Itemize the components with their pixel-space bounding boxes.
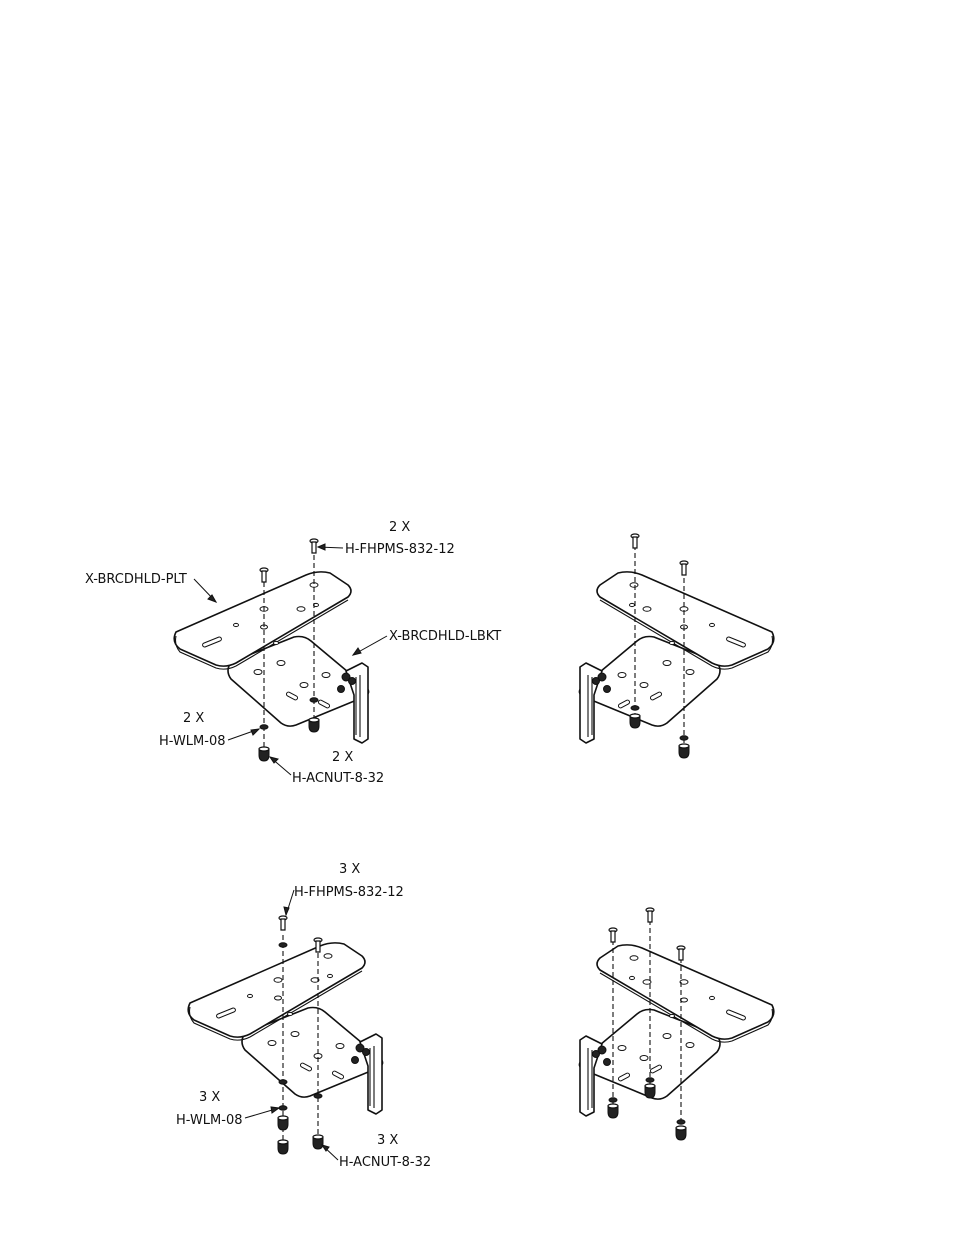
plate-bracket-assembly: [188, 943, 382, 1114]
washer-icon: [310, 698, 318, 702]
screw-icon: [646, 908, 654, 922]
nut-icon: [645, 1084, 655, 1098]
screw-qty-label: 2 X: [389, 520, 410, 535]
washer-icon: [680, 736, 688, 740]
screw-part-label: H-FHPMS-832-12: [294, 885, 404, 900]
view-bottom-left: 3 X H-FHPMS-832-12 3 X H-WLM-08 3 X H-AC…: [176, 862, 431, 1170]
screw-icon: [680, 561, 688, 575]
washer-qty-label: 2 X: [183, 711, 204, 726]
washer-icon: [677, 1120, 685, 1124]
nut-icon: [278, 1116, 288, 1130]
washer-icon: [646, 1078, 654, 1082]
washer-icon: [631, 706, 639, 710]
washer-icon: [314, 1094, 322, 1098]
washer-part-label: H-WLM-08: [159, 734, 226, 749]
screw-icon: [279, 916, 287, 930]
nut-part-label: H-ACNUT-8-32: [292, 771, 384, 786]
washer-icon: [260, 725, 268, 729]
view-top-right: [579, 534, 773, 758]
nut-icon: [259, 747, 269, 761]
screw-part-label: H-FHPMS-832-12: [345, 542, 455, 557]
screw-icon: [677, 946, 685, 960]
view-bottom-right: [579, 908, 773, 1140]
nut-part-label: H-ACNUT-8-32: [339, 1155, 431, 1170]
view-top-left: 2 X H-FHPMS-832-12 X-BRCDHLD-PLT X-BRCDH…: [85, 520, 501, 786]
washer-icon: [609, 1098, 617, 1102]
screw-icon: [631, 534, 639, 548]
nut-icon: [278, 1140, 288, 1154]
washer-icon: [279, 1080, 287, 1084]
washer-qty-label: 3 X: [199, 1090, 220, 1105]
washer-icon: [279, 943, 287, 947]
bracket-part-label: X-BRCDHLD-LBKT: [389, 629, 501, 644]
nut-icon: [630, 714, 640, 728]
nut-qty-label: 3 X: [377, 1133, 398, 1148]
screw-qty-label: 3 X: [339, 862, 360, 877]
screw-icon: [609, 928, 617, 942]
screw-icon: [310, 539, 318, 553]
washer-part-label: H-WLM-08: [176, 1113, 243, 1128]
plate-part-label: X-BRCDHLD-PLT: [85, 572, 187, 587]
plate-bracket-assembly: [579, 572, 773, 743]
nut-icon: [676, 1126, 686, 1140]
nut-qty-label: 2 X: [332, 750, 353, 765]
nut-icon: [309, 718, 319, 732]
nut-icon: [608, 1104, 618, 1118]
nut-icon: [679, 744, 689, 758]
nut-icon: [313, 1135, 323, 1149]
plate-bracket-assembly: [579, 945, 773, 1116]
screw-icon: [260, 568, 268, 582]
washer-icon: [279, 1106, 287, 1110]
